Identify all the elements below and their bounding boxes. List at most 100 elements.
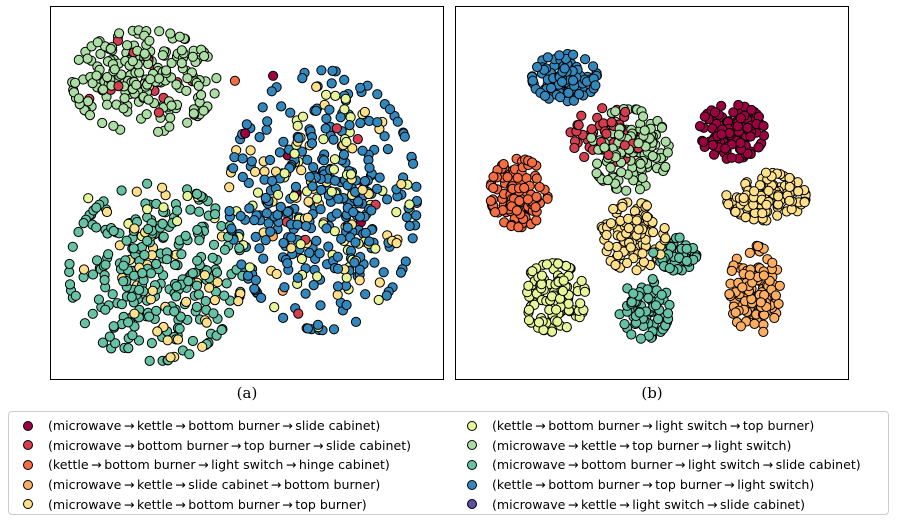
scatter-point [300,288,311,299]
scatter-point [332,251,343,262]
scatter-point [328,324,340,335]
scatter-point [656,122,667,133]
scatter-point [258,253,269,264]
scatter-point [532,61,543,73]
scatter-point [103,249,114,260]
scatter-point [237,171,248,183]
scatter-point [324,104,335,115]
scatter-point [502,172,513,183]
scatter-point [82,96,94,107]
scatter-point [108,225,119,237]
scatter-point [70,77,81,88]
scatter-point [221,278,232,289]
scatter-point [384,104,396,115]
scatter-point [372,89,383,100]
scatter-point [332,263,344,274]
scatter-point [211,73,222,84]
scatter-point [252,187,264,198]
scatter-point [108,321,119,332]
scatter-point [257,102,268,113]
scatter-point [153,107,165,118]
legend-label: (kettle → bottom burner → top burner → l… [492,477,815,493]
scatter-point [744,247,755,258]
scatter-point [193,289,204,300]
scatter-point [87,308,98,319]
scatter-point [753,142,764,153]
scatter-point [78,218,89,229]
scatter-point [395,267,407,278]
scatter-point [180,230,191,241]
scatter-point [273,189,284,200]
scatter-point [634,184,646,195]
scatter-point [576,110,587,121]
scatter-point [601,128,612,139]
scatter-point [738,192,749,204]
scatter-point [350,316,362,327]
scatter-point [498,159,509,170]
scatter-point [621,185,632,196]
scatter-point [488,182,499,194]
scatter-point [557,76,568,88]
scatter-point [185,204,196,215]
scatter-point [145,268,157,279]
scatter-point [735,137,746,149]
scatter-point [610,259,621,271]
scatter-point [224,206,235,217]
scatter-point [737,282,748,293]
scatter-point [229,152,240,163]
scatter-point [104,331,115,342]
scatter-point [341,272,352,283]
scatter-point [224,307,235,318]
scatter-point [92,37,103,48]
scatter-point [626,329,637,340]
scatter-point [623,213,634,224]
scatter-point [767,257,778,268]
scatter-point [784,181,795,193]
scatter-point [370,243,381,254]
scatter-point [374,172,385,183]
scatter-point [91,202,102,213]
scatter-point [603,241,614,252]
scatter-point [93,294,105,305]
scatter-point [297,73,308,84]
scatter-point [250,231,261,242]
scatter-point [527,266,538,277]
scatter-point [536,270,548,281]
scatter-point [219,244,230,255]
scatter-point [612,250,623,261]
scatter-point [198,105,209,116]
scatter-point [102,72,113,83]
scatter-point [275,201,286,212]
scatter-point [793,186,804,197]
legend-label: (kettle → bottom burner → light switch →… [48,457,390,473]
scatter-point [599,142,610,153]
scatter-point [633,224,644,235]
legend-marker [467,479,477,490]
scatter-point [320,123,331,134]
scatter-point [279,282,290,293]
scatter-point [338,149,350,160]
scatter-point [102,99,113,110]
scatter-point [293,132,304,144]
scatter-point [694,121,706,132]
scatter-point [191,301,202,312]
scatter-point [286,243,297,254]
scatter-point [303,196,314,207]
scatter-point [357,145,368,156]
legend-item: (microwave → kettle → light switch → sli… [467,494,861,514]
scatter-point [201,317,212,328]
scatter-point [321,223,332,234]
scatter-point [181,296,192,307]
scatter-point [286,232,297,243]
scatter-point [161,65,172,76]
scatter-point [323,241,334,252]
scatter-point [122,40,133,51]
legend-item: (kettle → bottom burner → top burner → l… [467,475,861,495]
scatter-point [209,295,220,306]
scatter-point [749,186,760,197]
scatter-point [233,296,244,307]
scatter-point [355,117,366,129]
scatter-point [488,171,499,182]
scatter-point [306,138,318,149]
scatter-point [605,218,617,229]
